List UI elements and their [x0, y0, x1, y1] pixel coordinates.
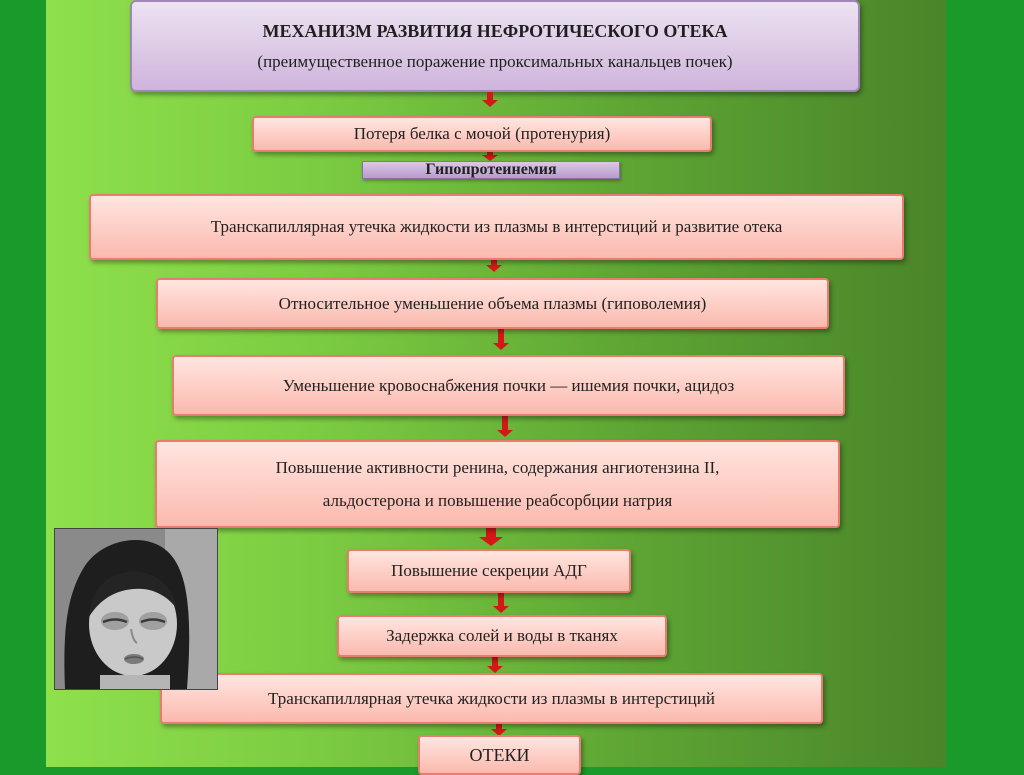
step-label-line-1: Повышение активности ренина, содержания … — [276, 451, 720, 484]
step-label: Транскапиллярная утечка жидкости из плаз… — [268, 688, 715, 709]
arrow-down-icon — [479, 527, 503, 546]
step-salt-water-retention: Задержка солей и воды в тканях — [337, 615, 667, 657]
header-title: МЕХАНИЗМ РАЗВИТИЯ НЕФРОТИЧЕСКОГО ОТЕКА — [263, 21, 728, 42]
step-label: Задержка солей и воды в тканях — [386, 625, 618, 646]
arrow-down-icon — [493, 328, 509, 350]
step-protein-loss: Потеря белка с мочой (протенурия) — [252, 116, 712, 152]
step-label: Потеря белка с мочой (протенурия) — [354, 123, 611, 144]
step-label: Транскапиллярная утечка жидкости из плаз… — [211, 216, 782, 237]
arrow-down-icon — [487, 656, 503, 673]
patient-photo — [54, 528, 218, 690]
arrow-down-icon — [486, 259, 502, 272]
step-transcapillary-leak: Транскапиллярная утечка жидкости из плаз… — [89, 194, 904, 260]
header-box: МЕХАНИЗМ РАЗВИТИЯ НЕФРОТИЧЕСКОГО ОТЕКА (… — [130, 0, 860, 92]
step-kidney-ischemia: Уменьшение кровоснабжения почки — ишемия… — [172, 355, 845, 416]
hypoproteinemia-label: Гипопротеинемия — [362, 161, 620, 179]
arrow-down-icon — [482, 151, 498, 161]
step-label: Уменьшение кровоснабжения почки — ишемия… — [283, 375, 735, 396]
step-hypovolemia: Относительное уменьшение объема плазмы (… — [156, 278, 829, 329]
step-label-line-2: альдостерона и повышение реабсорбции нат… — [323, 484, 672, 517]
header-subtitle: (преимущественное поражение проксимальны… — [257, 52, 732, 72]
arrow-down-icon — [497, 415, 513, 437]
arrow-down-icon — [482, 92, 498, 107]
step-label: Повышение секреции АДГ — [391, 560, 587, 581]
step-label: Относительное уменьшение объема плазмы (… — [279, 293, 707, 314]
step-adh-secretion: Повышение секреции АДГ — [347, 549, 631, 593]
step-interstitial-leak: Транскапиллярная утечка жидкости из плаз… — [160, 673, 823, 724]
step-label: ОТЕКИ — [470, 744, 530, 767]
step-renin-activation: Повышение активности ренина, содержания … — [155, 440, 840, 528]
step-edema: ОТЕКИ — [418, 735, 581, 775]
arrow-down-icon — [493, 592, 509, 613]
